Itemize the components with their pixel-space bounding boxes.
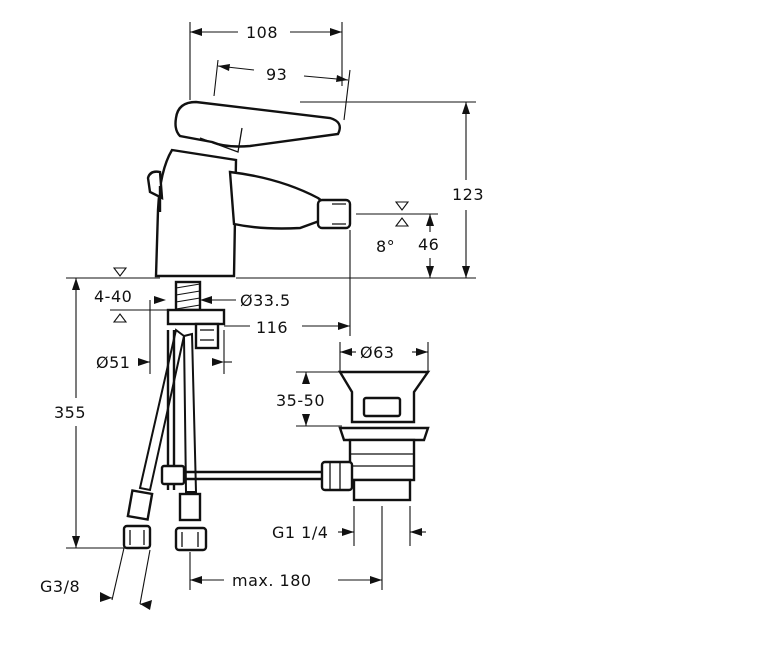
dim-label-4-40: 4-40 — [94, 287, 132, 306]
dim-label-116: 116 — [256, 318, 288, 337]
supply-hose-right — [174, 332, 208, 552]
mixer-lever-handle — [174, 100, 341, 153]
dim-label-8-degree: 8° — [376, 237, 395, 256]
dimension-max-180: max. 180 — [189, 506, 383, 590]
dimension-116: 116 — [224, 230, 351, 337]
dimension-93: 93 — [213, 59, 351, 121]
dimension-8-degree: 8° — [376, 201, 410, 256]
dim-label-93: 93 — [266, 65, 287, 84]
dimension-46: 46 — [356, 213, 439, 278]
dim-label-dia-51: Ø51 — [96, 353, 130, 372]
dimension-g3-8: G3/8 — [40, 547, 152, 610]
dim-label-dia-33-5: Ø33.5 — [240, 291, 291, 310]
dim-label-max-180: max. 180 — [232, 571, 312, 590]
dimension-4-40: 4-40 — [68, 267, 170, 323]
dim-label-g3-8: G3/8 — [40, 577, 80, 596]
dim-label-108: 108 — [246, 23, 278, 42]
dimension-dia-63: Ø63 — [339, 342, 429, 372]
dimension-108: 108 — [189, 22, 343, 100]
dimension-dia-33-5: Ø33.5 — [199, 290, 291, 310]
mixer-body — [146, 148, 352, 278]
dim-label-46: 46 — [418, 235, 439, 254]
dim-label-35-50: 35-50 — [276, 391, 325, 410]
dim-label-355: 355 — [54, 403, 86, 422]
pop-up-rod — [160, 330, 324, 490]
dimension-355: 355 — [54, 277, 160, 549]
dimension-g1-1-4: G1 1/4 — [272, 506, 426, 546]
dimension-35-50: 35-50 — [276, 371, 342, 427]
dim-label-g1-1-4: G1 1/4 — [272, 523, 328, 542]
dimension-123: 123 — [236, 101, 484, 279]
dim-label-123: 123 — [452, 185, 484, 204]
mounting-shank — [166, 280, 226, 350]
pop-up-waste — [320, 370, 431, 502]
dim-label-dia-63: Ø63 — [360, 343, 394, 362]
dimension-dia-51: Ø51 — [96, 300, 232, 374]
